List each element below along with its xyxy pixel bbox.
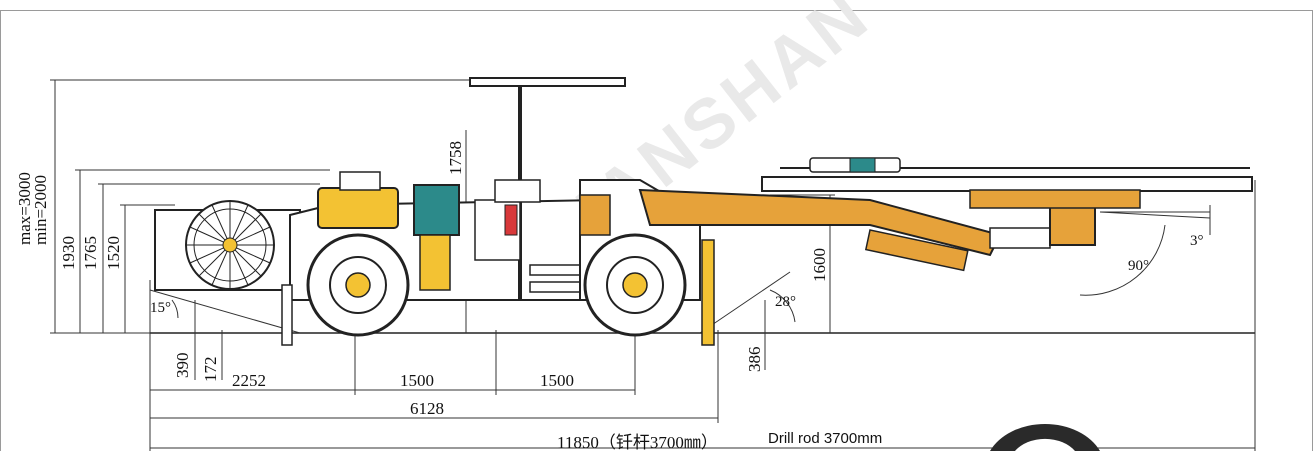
cylinder-end — [989, 227, 1051, 249]
length-dimension-lines — [149, 180, 1256, 451]
wheelbase-1500-label-b: 1500 — [540, 371, 574, 390]
hydraulic-tank — [413, 184, 460, 236]
engine-cap — [339, 171, 381, 191]
length-6128-label: 6128 — [410, 399, 444, 418]
height-1765-label: 1765 — [81, 236, 100, 270]
clearance-386-label: 386 — [745, 347, 764, 373]
angle-15-label: 15° — [150, 300, 171, 316]
angle-lines — [149, 205, 1211, 334]
warning-light — [504, 204, 518, 236]
front-cover — [579, 194, 611, 236]
seat — [494, 179, 541, 203]
clearance-172-label: 172 — [201, 357, 220, 383]
tank-support — [419, 234, 451, 291]
angle-90-label: 90° — [1128, 258, 1149, 274]
drill-motor — [849, 157, 876, 173]
feed-beam — [761, 176, 1253, 192]
logo-fragment — [990, 423, 1100, 451]
logo-fragment-inner — [1015, 438, 1075, 451]
height-1758-label: 1758 — [446, 141, 465, 175]
boom-cylinder — [864, 229, 969, 272]
height-dimension-lines — [50, 79, 835, 370]
clearance-390-label: 390 — [173, 353, 192, 379]
total-length-label: 11850（钎杆3700㎜） — [557, 433, 718, 451]
boom-arm — [638, 188, 1002, 257]
rear-jack — [281, 284, 293, 346]
drill-rod-caption: Drill rod 3700mm — [768, 430, 882, 447]
frame-border — [0, 10, 1313, 451]
height-max-label: max=3000 — [15, 172, 34, 245]
front-wheel — [583, 233, 687, 337]
canopy-roof — [469, 77, 626, 87]
front-jack — [701, 239, 715, 346]
length-2252-label: 2252 — [232, 371, 266, 390]
engine-box — [317, 187, 399, 229]
angle-28-label: 28° — [775, 294, 796, 310]
height-min-label: min=2000 — [31, 175, 50, 245]
wheelbase-1500-label-a: 1500 — [400, 371, 434, 390]
height-1930-label: 1930 — [59, 236, 78, 270]
height-1520-label: 1520 — [104, 236, 123, 270]
rear-wheel — [306, 233, 410, 337]
cable-reel — [154, 200, 301, 291]
feed-cradle — [969, 189, 1141, 209]
height-1600-label: 1600 — [810, 248, 829, 282]
angle-3-label: 3° — [1190, 233, 1204, 249]
